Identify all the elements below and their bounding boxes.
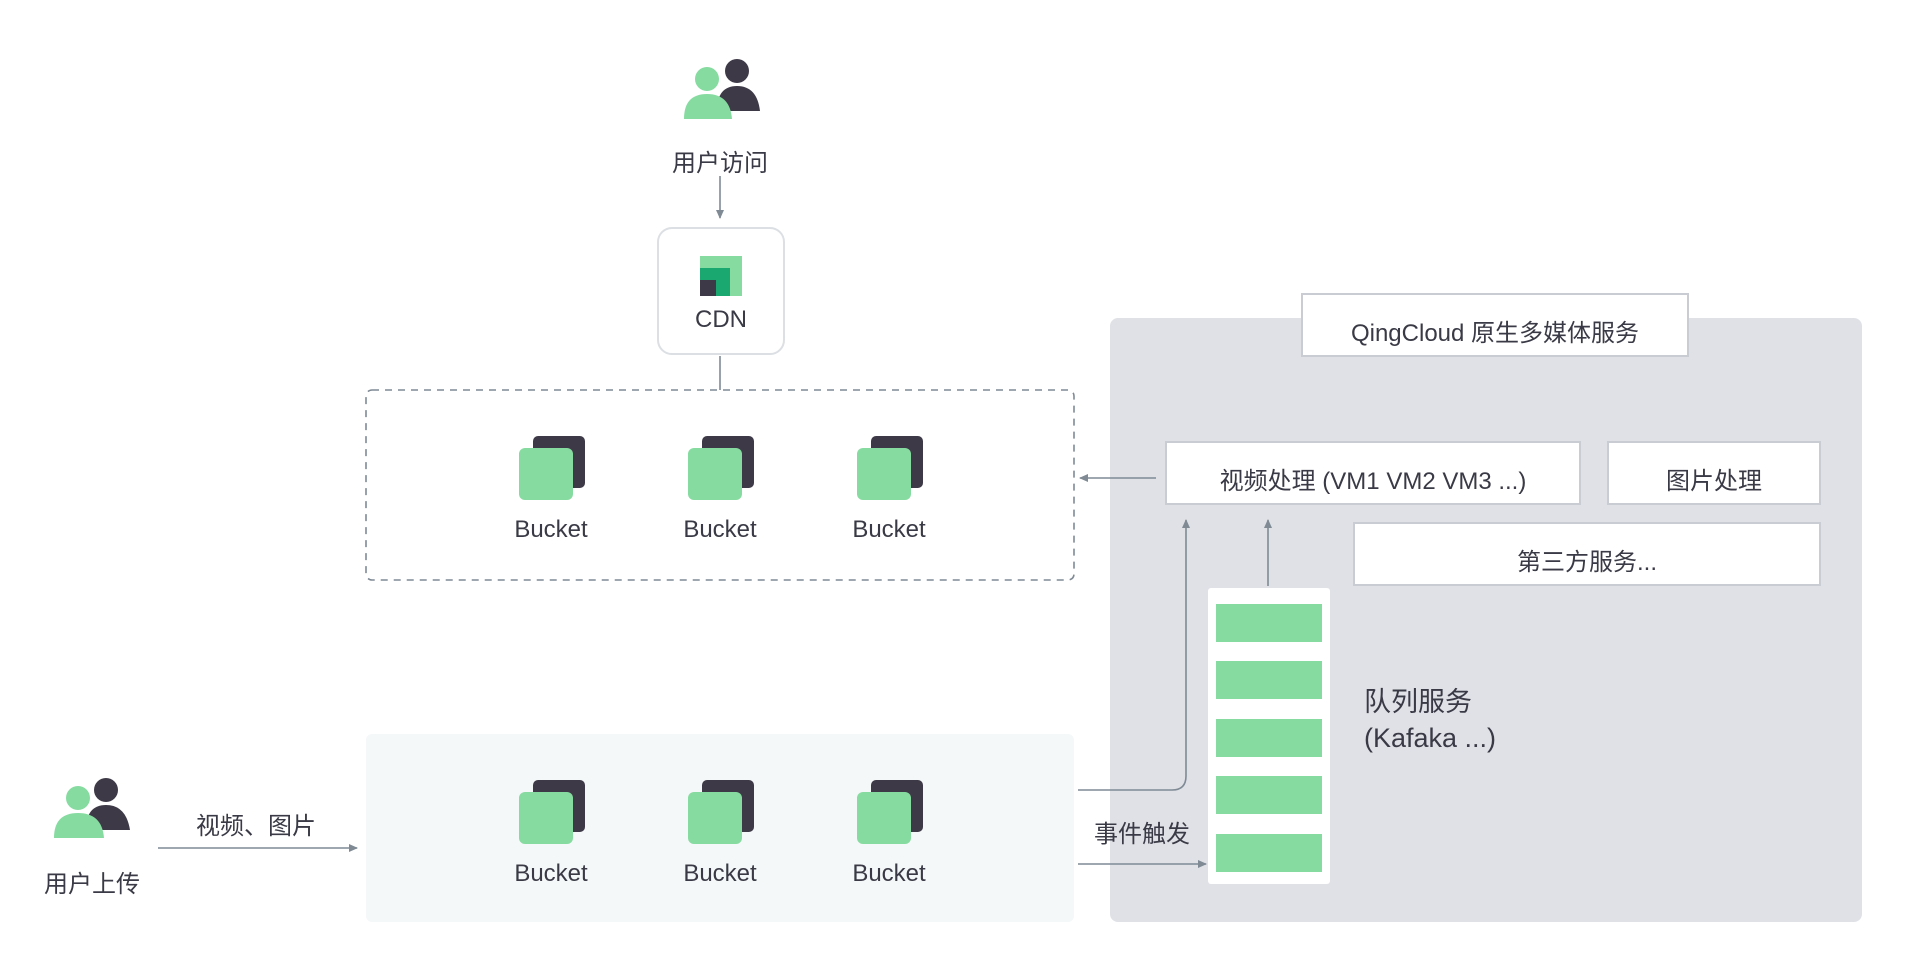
bucket-icon xyxy=(519,780,585,844)
video-processing-label: 视频处理 (VM1 VM2 VM3 ...) xyxy=(1219,468,1527,495)
buckets-to-video-arrow xyxy=(1078,519,1190,791)
third-party-box xyxy=(1353,522,1821,586)
image-processing-box xyxy=(1607,441,1821,505)
event-trigger-label: 事件触发 xyxy=(1094,821,1190,848)
bucket-label: Bucket xyxy=(852,516,926,543)
qingcloud-title-box xyxy=(1301,293,1689,357)
queue-slot xyxy=(1216,661,1322,699)
queue-slots xyxy=(1216,604,1322,872)
queue-slot xyxy=(1216,776,1322,814)
bucket-label: Bucket xyxy=(683,516,757,543)
image-processing-label: 图片处理 xyxy=(1666,468,1762,495)
upload-edge-label: 视频、图片 xyxy=(196,813,316,840)
third-party-label: 第三方服务... xyxy=(1516,549,1657,576)
top-bucket-group xyxy=(365,389,1075,581)
user-upload-label: 用户上传 xyxy=(44,871,140,898)
bucket-icon xyxy=(857,436,923,500)
queue-service-subtitle: (Kafaka ...) xyxy=(1364,723,1497,753)
queue-service-label: 队列服务 (Kafaka ...) xyxy=(1364,680,1496,754)
qingcloud-title: QingCloud 原生多媒体服务 xyxy=(1350,320,1640,347)
bucket-icon xyxy=(857,780,923,844)
bucket-label: Bucket xyxy=(514,860,588,887)
user-upload-icon xyxy=(54,778,130,838)
cdn-label: CDN xyxy=(695,306,747,333)
queue-slot xyxy=(1216,834,1322,872)
user-access-label: 用户访问 xyxy=(672,150,768,177)
user-access-icon xyxy=(684,59,760,119)
video-processing-box xyxy=(1165,441,1581,505)
queue-slot xyxy=(1216,604,1322,642)
bucket-label: Bucket xyxy=(683,860,757,887)
bucket-icon xyxy=(688,436,754,500)
queue-slot xyxy=(1216,719,1322,757)
bucket-icon xyxy=(688,780,754,844)
cdn-icon xyxy=(700,256,742,296)
bucket-icon xyxy=(519,436,585,500)
bucket-label: Bucket xyxy=(514,516,588,543)
queue-service-title: 队列服务 xyxy=(1364,687,1472,717)
bucket-label: Bucket xyxy=(852,860,926,887)
